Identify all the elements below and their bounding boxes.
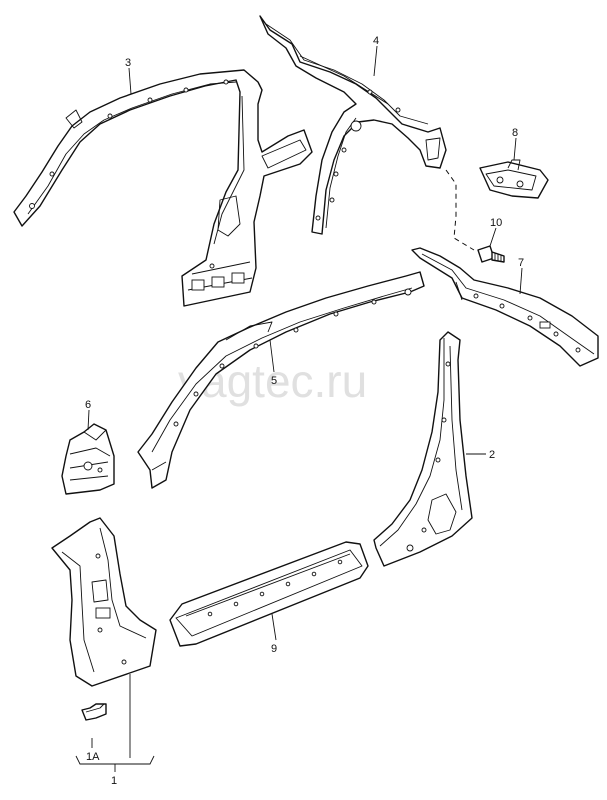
leader-10: [489, 227, 497, 247]
callout-3: 3: [125, 57, 131, 69]
leader-8: [513, 137, 517, 161]
part-3-roof-frame: [13, 69, 313, 307]
leader-6: [87, 409, 90, 431]
callout-6: 6: [85, 399, 91, 411]
part-7-rear-panel: [411, 247, 599, 367]
part-5-roof-rail: [137, 271, 425, 489]
assembly-line-4-10: [445, 169, 475, 251]
part-9-sill: [169, 541, 369, 647]
part-10-screw: [477, 245, 505, 263]
callout-4: 4: [373, 35, 379, 47]
leader-4: [373, 45, 378, 77]
callout-5: 5: [271, 375, 277, 387]
part-8-bracket: [479, 159, 549, 199]
callout-1a: 1A: [86, 751, 100, 763]
leader-9: [271, 613, 277, 641]
callout-7: 7: [518, 257, 524, 269]
callout-10: 10: [490, 217, 502, 229]
part-2-b-pillar: [373, 331, 473, 567]
leader-5: [269, 339, 275, 373]
callout-1: 1: [111, 775, 117, 787]
bracket-1: [75, 755, 155, 765]
leader-3: [128, 67, 132, 95]
callout-9: 9: [271, 643, 277, 655]
leader-7: [519, 267, 523, 295]
part-6-reinforcement: [61, 423, 115, 495]
callout-2: 2: [489, 449, 495, 461]
part-1a-clip: [81, 703, 107, 721]
callout-8: 8: [512, 127, 518, 139]
part-1-a-pillar-lower: [51, 517, 157, 687]
part-4-wheel-arch-inner: [259, 15, 447, 235]
